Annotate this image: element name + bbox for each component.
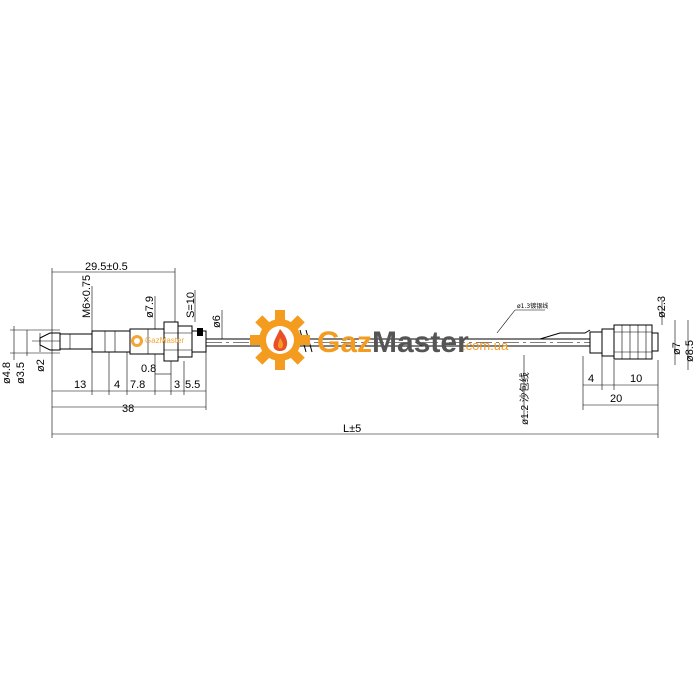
dim-d79: ø7.9	[144, 296, 156, 318]
dimension-lines	[10, 268, 689, 438]
dim-d85: ø8.5	[684, 340, 696, 362]
dim-d23: ø2.3	[656, 296, 668, 318]
wire-note-top: ø1.3镀银线	[517, 302, 548, 310]
brand-domain: .com.ua	[462, 338, 509, 353]
dim-d2: ø2	[35, 359, 47, 372]
dim-d6: ø6	[211, 315, 223, 328]
gazmaster-logo: GazMaster .com.ua	[250, 310, 509, 370]
dim-d7: ø7	[671, 342, 683, 355]
dim-s10: S=10	[185, 292, 197, 318]
dim-d35: ø3.5	[15, 362, 27, 384]
dim-08: 0.8	[141, 363, 156, 375]
dim-3: 3	[174, 379, 180, 391]
wire-note-vertical: ø1.2 沙包线	[518, 372, 531, 425]
dimension-labels: 29.5±0.5 M6×0.75 ø7.9 S=10 ø6 ø4.8 ø3.5 …	[1, 261, 696, 435]
dim-4a: 4	[114, 379, 120, 391]
dim-L: L±5	[343, 423, 361, 435]
dim-55: 5.5	[185, 379, 200, 391]
dim-20: 20	[610, 393, 622, 405]
dim-overall-thread-length: 29.5±0.5	[85, 261, 128, 273]
small-brand-mark: GazMaster	[145, 336, 184, 345]
gear-flame-icon	[250, 310, 310, 370]
dim-38: 38	[122, 403, 134, 415]
brand-gaz: Gaz	[317, 326, 372, 359]
dim-d48: ø4.8	[1, 362, 13, 384]
svg-text:GazMaster: GazMaster	[317, 326, 469, 359]
dim-thread: M6×0.75	[81, 275, 93, 318]
dim-13: 13	[74, 379, 86, 391]
connector	[589, 324, 659, 360]
brand-master: Master	[372, 326, 469, 359]
dim-78: 7.8	[130, 379, 145, 391]
dim-10: 10	[630, 373, 642, 385]
small-watermark: GazMaster	[131, 335, 184, 347]
dim-4b: 4	[588, 373, 594, 385]
